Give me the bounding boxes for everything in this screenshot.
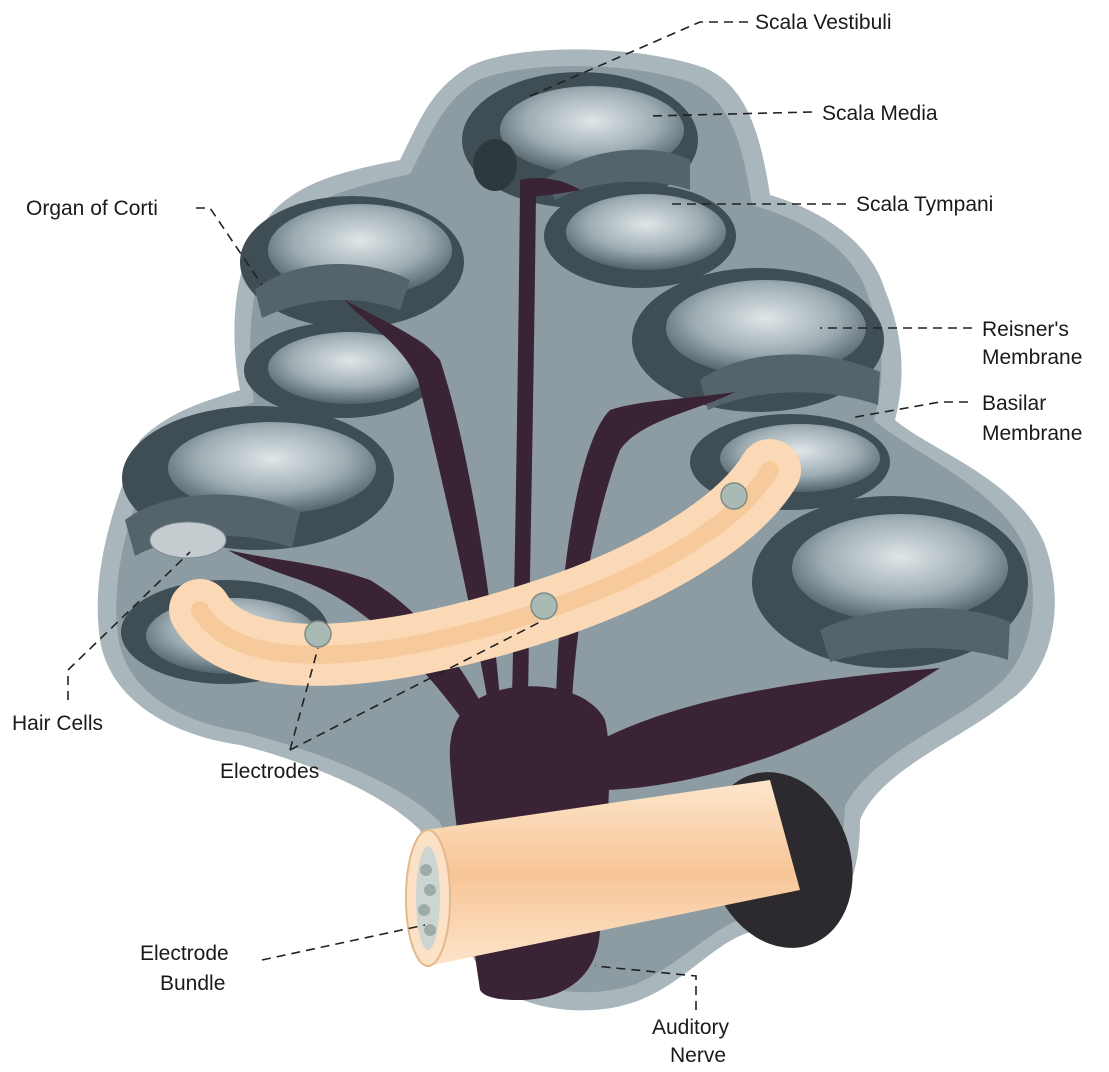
label-auditory-nerve-line2: Nerve [670, 1044, 726, 1067]
label-electrode-bundle-line1: Electrode [140, 942, 229, 965]
label-scala-tympani: Scala Tympani [856, 193, 993, 216]
label-scala-vestibuli: Scala Vestibuli [755, 11, 892, 34]
label-basilar-line2: Membrane [982, 422, 1082, 445]
label-hair-cells: Hair Cells [12, 712, 103, 735]
hair-cells-patch [150, 522, 226, 558]
label-reisners-line1: Reisner's [982, 318, 1069, 341]
label-electrode-bundle-line2: Bundle [160, 972, 225, 995]
label-basilar-line1: Basilar [982, 392, 1046, 415]
label-scala-media: Scala Media [822, 102, 938, 125]
label-organ-of-corti: Organ of Corti [26, 197, 158, 220]
label-auditory-nerve-line1: Auditory [652, 1016, 730, 1039]
electrode-contact-3 [721, 483, 747, 509]
electrode-contact-2 [531, 593, 557, 619]
label-reisners-line2: Membrane [982, 346, 1082, 369]
electrode-contact-1 [305, 621, 331, 647]
label-electrodes: Electrodes [220, 760, 319, 783]
